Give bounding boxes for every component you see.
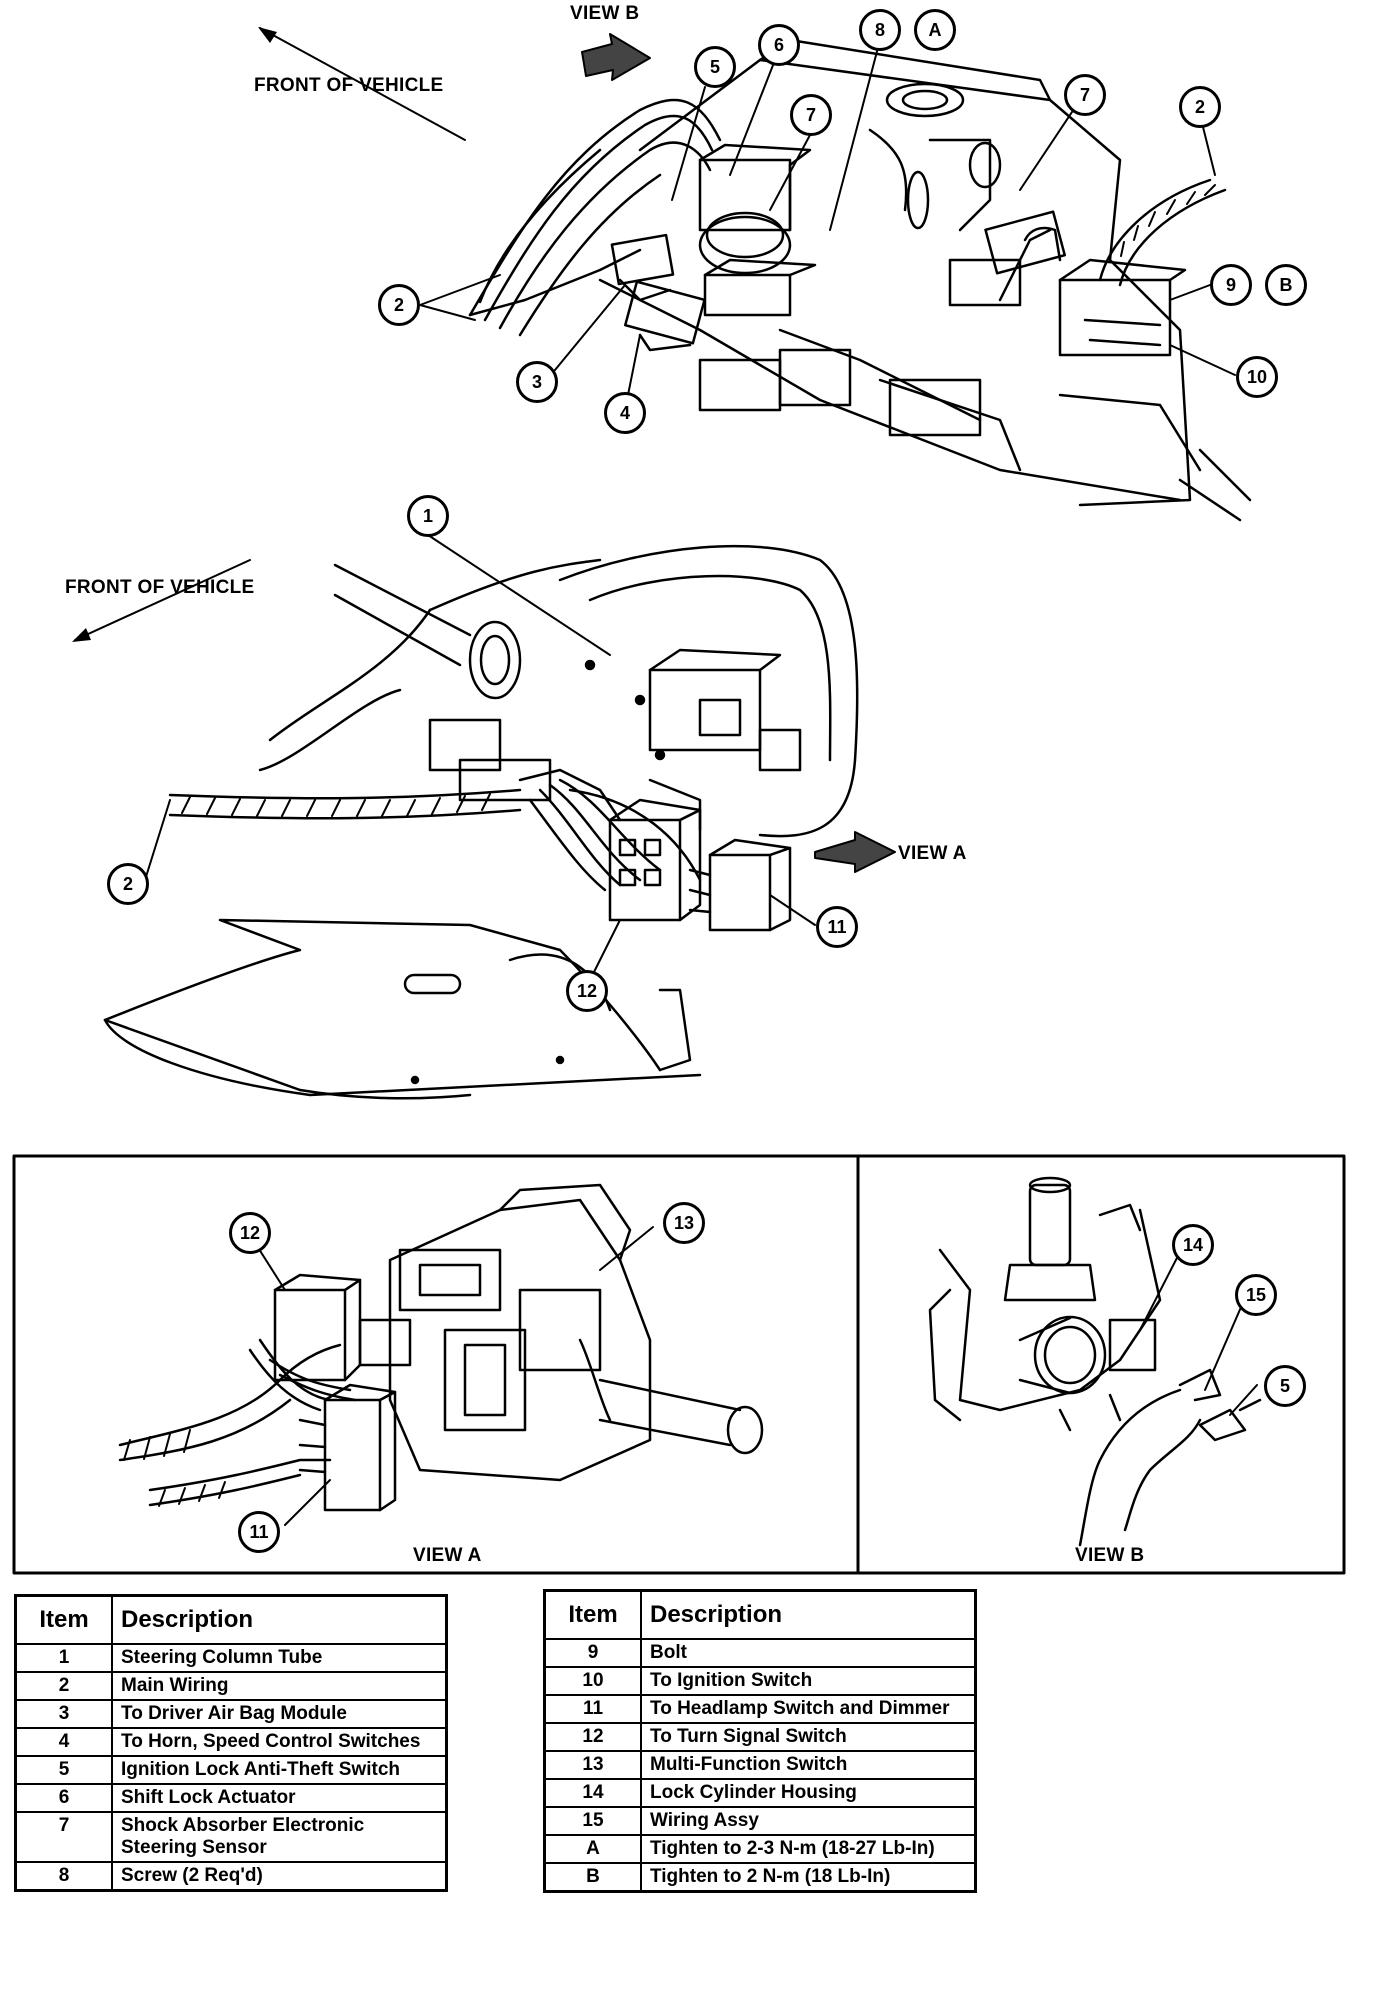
callout-top-7a: 7 xyxy=(790,94,832,136)
callout-top-2a: 2 xyxy=(1179,86,1221,128)
callout-top-B: B xyxy=(1265,264,1307,306)
legend-item: 9 xyxy=(543,1638,642,1668)
callout-top-8: 8 xyxy=(859,9,901,51)
legend-description: Lock Cylinder Housing xyxy=(640,1778,977,1808)
legend-description: To Driver Air Bag Module xyxy=(111,1699,448,1729)
callout-top-5: 5 xyxy=(694,46,736,88)
view-b-drawing xyxy=(928,1176,1262,1547)
legend-item: 11 xyxy=(543,1694,642,1724)
legend-description: To Horn, Speed Control Switches xyxy=(111,1727,448,1757)
callout-viewa-13: 13 xyxy=(663,1202,705,1244)
legend-description: Tighten to 2 N-m (18 Lb-In) xyxy=(640,1862,977,1893)
front-of-vehicle-label-mid: FRONT OF VEHICLE xyxy=(65,577,255,598)
front-of-vehicle-label-top: FRONT OF VEHICLE xyxy=(254,75,444,96)
legend-item: 2 xyxy=(14,1671,113,1701)
legend-description: Shift Lock Actuator xyxy=(111,1783,448,1813)
legend-item: 10 xyxy=(543,1666,642,1696)
legend-header-description: Description xyxy=(111,1594,448,1645)
legend-description: Bolt xyxy=(640,1638,977,1668)
callout-top-2b: 2 xyxy=(378,284,420,326)
callout-mid-2: 2 xyxy=(107,863,149,905)
legend-item: B xyxy=(543,1862,642,1893)
legend-description: Wiring Assy xyxy=(640,1806,977,1836)
callout-top-3: 3 xyxy=(516,361,558,403)
view-a-drawing xyxy=(118,1183,764,1512)
legend-item: 4 xyxy=(14,1727,113,1757)
legend-header-item: Item xyxy=(543,1589,642,1640)
view-b-label-top: VIEW B xyxy=(570,3,640,24)
legend-description: Shock Absorber Electronic Steering Senso… xyxy=(111,1811,448,1863)
callout-viewb-5: 5 xyxy=(1264,1365,1306,1407)
callout-mid-11: 11 xyxy=(816,906,858,948)
callout-top-7b: 7 xyxy=(1064,74,1106,116)
legend-description: Screw (2 Req'd) xyxy=(111,1861,448,1892)
legend-header-item: Item xyxy=(14,1594,113,1645)
legend-item: 5 xyxy=(14,1755,113,1785)
callout-top-10: 10 xyxy=(1236,356,1278,398)
view-a-caption: VIEW A xyxy=(413,1545,482,1566)
middle-assembly-drawing xyxy=(72,544,896,1100)
legend-item: A xyxy=(543,1834,642,1864)
legend-description: Multi-Function Switch xyxy=(640,1750,977,1780)
legend-item: 6 xyxy=(14,1783,113,1813)
callout-top-6: 6 xyxy=(758,24,800,66)
callout-viewb-15: 15 xyxy=(1235,1274,1277,1316)
legend-description: To Turn Signal Switch xyxy=(640,1722,977,1752)
top-assembly-drawing xyxy=(258,27,1252,522)
legend-description: Tighten to 2-3 N-m (18-27 Lb-In) xyxy=(640,1834,977,1864)
legend-item: 3 xyxy=(14,1699,113,1729)
callout-top-A: A xyxy=(914,9,956,51)
callout-mid-1: 1 xyxy=(407,495,449,537)
view-b-frame xyxy=(856,1154,1346,1575)
legend-description: Steering Column Tube xyxy=(111,1643,448,1673)
legend-description: Main Wiring xyxy=(111,1671,448,1701)
legend-item: 13 xyxy=(543,1750,642,1780)
callout-viewb-14: 14 xyxy=(1172,1224,1214,1266)
callout-mid-12: 12 xyxy=(566,970,608,1012)
callout-viewa-11: 11 xyxy=(238,1511,280,1553)
callout-top-9: 9 xyxy=(1210,264,1252,306)
view-a-label-mid: VIEW A xyxy=(898,843,967,864)
legend-item: 12 xyxy=(543,1722,642,1752)
legend-item: 15 xyxy=(543,1806,642,1836)
legend-header-description: Description xyxy=(640,1589,977,1640)
legend-item: 1 xyxy=(14,1643,113,1673)
view-a-frame xyxy=(12,1154,860,1575)
legend-description: Ignition Lock Anti-Theft Switch xyxy=(111,1755,448,1785)
callout-top-4: 4 xyxy=(604,392,646,434)
legend-description: To Ignition Switch xyxy=(640,1666,977,1696)
leader-lines xyxy=(144,39,1258,1526)
legend-description: To Headlamp Switch and Dimmer xyxy=(640,1694,977,1724)
callout-viewa-12: 12 xyxy=(229,1212,271,1254)
view-b-caption: VIEW B xyxy=(1075,1545,1145,1566)
legend-item: 7 xyxy=(14,1811,113,1863)
legend-item: 8 xyxy=(14,1861,113,1892)
legend-item: 14 xyxy=(543,1778,642,1808)
